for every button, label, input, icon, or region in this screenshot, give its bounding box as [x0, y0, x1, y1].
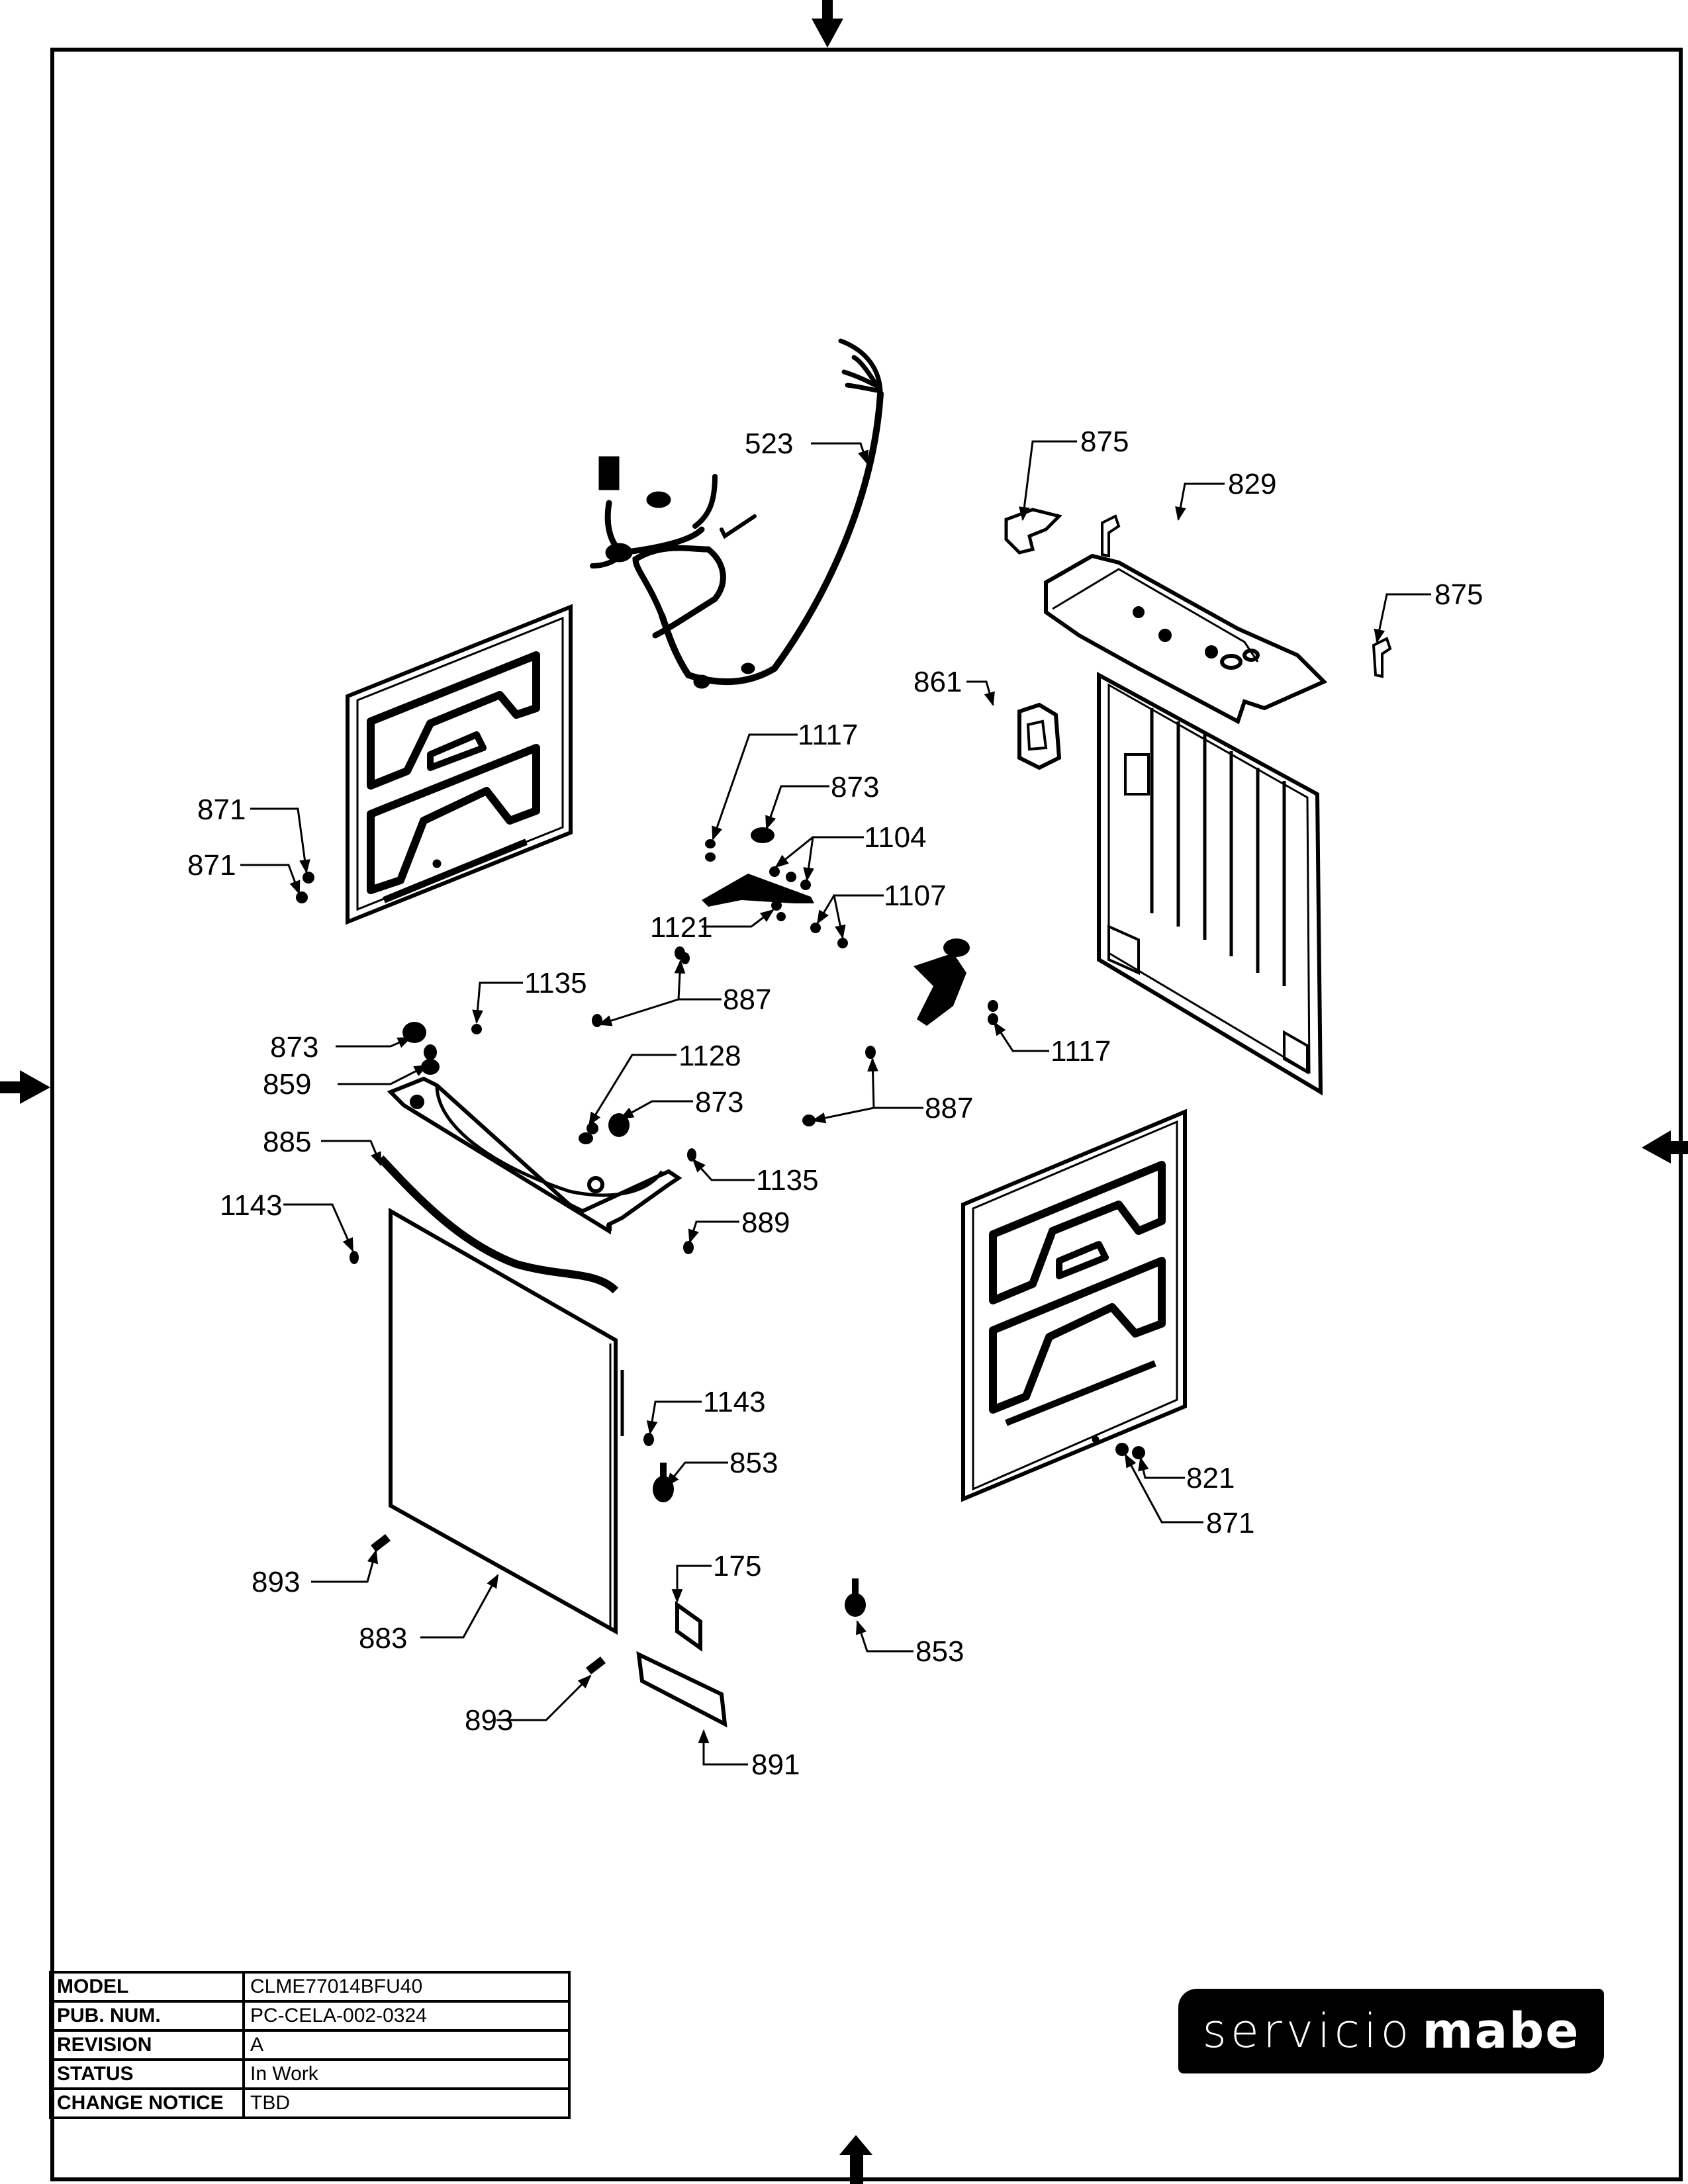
servicio-mabe-logo: servicio mabe: [1178, 1989, 1604, 2073]
callout-1135: 1135: [756, 1164, 819, 1197]
clip-893-lower: [586, 1657, 606, 1674]
leader-lines: [240, 440, 1431, 1766]
title-block-row-change-notice: CHANGE NOTICE TBD: [49, 2087, 571, 2119]
callout-873: 873: [270, 1031, 318, 1064]
callout-1107: 1107: [884, 880, 947, 912]
model-value: CLME77014BFU40: [242, 1971, 571, 2003]
clip-893-upper: [371, 1534, 391, 1552]
callout-853: 853: [915, 1635, 964, 1668]
status-value: In Work: [242, 2058, 571, 2090]
kick-plate-891: [636, 1651, 727, 1728]
callout-821: 821: [1186, 1462, 1235, 1494]
drawing-frame: [50, 48, 1683, 2181]
rear-panel: [1097, 671, 1323, 1096]
callout-1143: 1143: [220, 1189, 283, 1222]
callout-1104: 1104: [864, 821, 927, 854]
centering-arrow-top: [812, 0, 843, 48]
callout-887: 887: [723, 983, 771, 1016]
title-block-key: PUB. NUM.: [49, 2000, 245, 2032]
bracket-875-upper: [1004, 508, 1062, 555]
callout-871: 871: [197, 794, 246, 826]
callout-871: 871: [187, 849, 236, 882]
centering-arrow-bottom: [839, 2135, 872, 2184]
side-panel-left: [346, 604, 573, 925]
top-seal-885: [377, 1155, 619, 1294]
title-block-key: REVISION: [49, 2029, 245, 2061]
callout-labels: 523 875 829 875 861 1117 873 1104 1107 1…: [187, 426, 1483, 1781]
rear-bracket: [914, 953, 966, 1026]
callout-1143: 1143: [703, 1386, 766, 1418]
centering-arrow-left: [0, 1070, 50, 1104]
logo-text-light: servicio: [1202, 2004, 1413, 2058]
callout-1135: 1135: [524, 967, 587, 999]
revision-value: A: [242, 2029, 571, 2061]
callout-873: 873: [831, 771, 879, 803]
title-block-key: STATUS: [49, 2058, 245, 2090]
change-notice-value: TBD: [242, 2087, 571, 2119]
bracket-875-right: [1372, 637, 1392, 678]
front-panel-883: [389, 1207, 624, 1635]
title-block-row-revision: REVISION A: [49, 2029, 571, 2061]
title-block-row-model: MODEL CLME77014BFU40: [49, 1971, 571, 2003]
logo-text-bold: mabe: [1422, 2003, 1580, 2060]
callout-175: 175: [713, 1550, 761, 1582]
top-bracket-1104: [702, 874, 814, 907]
title-block-key: CHANGE NOTICE: [49, 2087, 245, 2119]
callout-1117: 1117: [798, 719, 858, 751]
foot-873-center: [608, 1113, 630, 1137]
label-plate-175: [675, 1601, 702, 1652]
foot-873-top: [751, 827, 774, 843]
callout-893: 893: [465, 1704, 513, 1737]
title-block-row-pub-num: PUB. NUM. PC-CELA-002-0324: [49, 2000, 571, 2032]
centering-arrow-right: [1642, 1130, 1688, 1163]
base-frame: [387, 1076, 682, 1235]
callout-871: 871: [1206, 1507, 1254, 1539]
side-panel-right: [961, 1109, 1187, 1502]
top-bracket-assembly: [1044, 553, 1328, 725]
title-block-row-status: STATUS In Work: [49, 2058, 571, 2090]
callout-861: 861: [914, 666, 962, 698]
pub-num-value: PC-CELA-002-0324: [242, 2000, 571, 2032]
wire-harness: [590, 338, 884, 689]
bracket-829: [1101, 514, 1121, 558]
callout-1121: 1121: [650, 911, 713, 944]
callout-887: 887: [925, 1092, 973, 1124]
callout-853: 853: [729, 1447, 778, 1479]
callout-891: 891: [751, 1749, 800, 1781]
callout-873: 873: [695, 1086, 743, 1118]
callout-889: 889: [741, 1206, 790, 1239]
callout-883: 883: [359, 1622, 407, 1655]
callout-523: 523: [745, 428, 793, 460]
title-block-key: MODEL: [49, 1971, 245, 2003]
door-switch-861: [1017, 702, 1062, 770]
callout-875: 875: [1080, 426, 1129, 458]
callout-859: 859: [263, 1068, 311, 1101]
callout-1117: 1117: [1051, 1035, 1111, 1068]
title-block: MODEL CLME77014BFU40 PUB. NUM. PC-CELA-0…: [49, 1971, 571, 2119]
callout-875: 875: [1434, 578, 1483, 611]
callout-1128: 1128: [679, 1040, 741, 1072]
callout-893: 893: [252, 1566, 300, 1598]
callout-829: 829: [1228, 468, 1276, 500]
callout-885: 885: [263, 1126, 311, 1158]
